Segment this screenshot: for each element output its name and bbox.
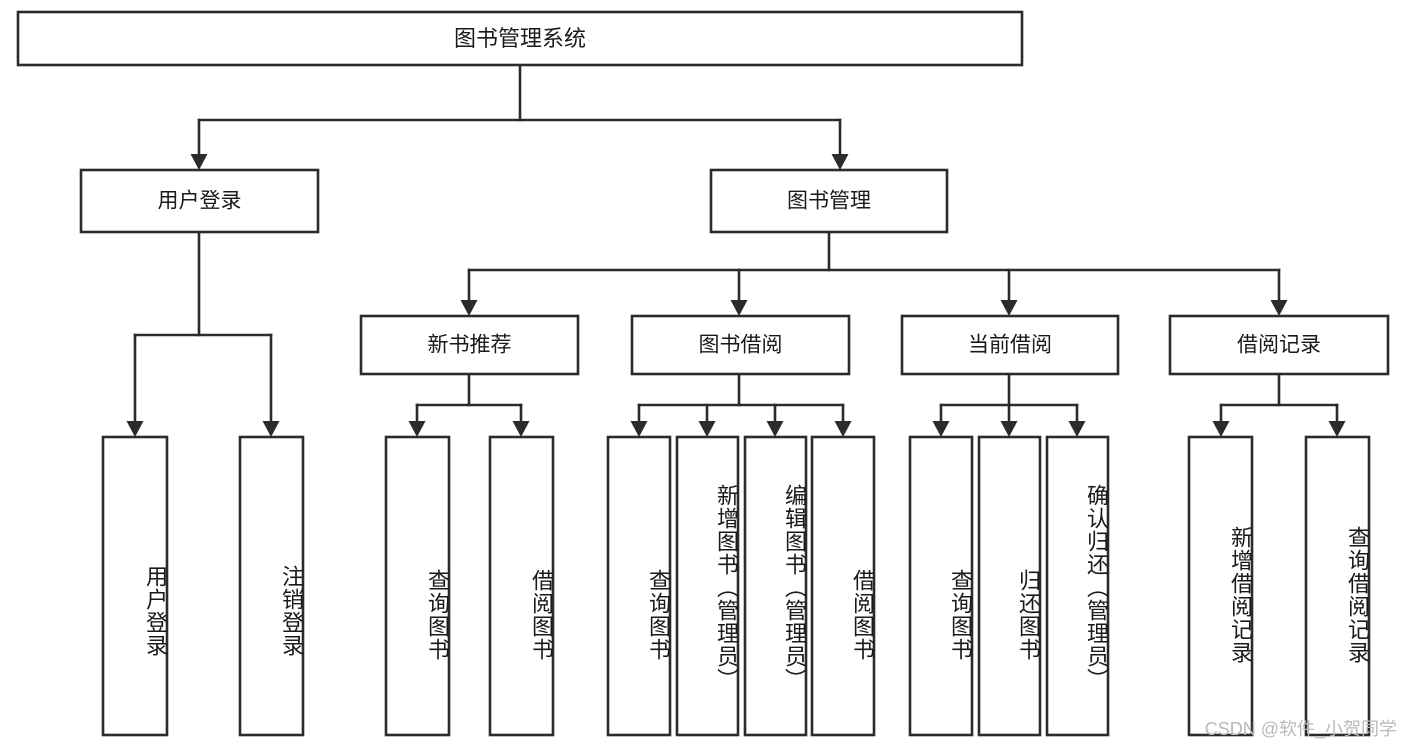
connector-borrow-to-leaves xyxy=(630,372,852,437)
leaf-box-edit-book-admin[interactable] xyxy=(743,435,808,737)
connector-bookmgmt-to-level3 xyxy=(460,230,1288,316)
node-book-management[interactable]: 图书管理 xyxy=(709,168,949,234)
node-root-label: 图书管理系统 xyxy=(454,26,586,51)
node-new-book-recommend-label: 新书推荐 xyxy=(428,334,512,357)
leaf-label-borrow-book-2: 借阅图书 xyxy=(850,569,875,661)
leaf-label-query-book-1: 查询图书 xyxy=(425,569,450,661)
leaf-box-user-login[interactable] xyxy=(101,435,169,737)
leaf-label-query-borrow-record: 查询借阅记录 xyxy=(1345,526,1370,664)
node-book-borrow-label: 图书借阅 xyxy=(699,334,783,357)
node-user-login[interactable]: 用户登录 xyxy=(79,168,320,234)
leaf-box-add-book-admin[interactable] xyxy=(675,435,740,737)
leaf-label-confirm-return-admin: 确认归还（管理员） xyxy=(1084,483,1109,691)
connector-root-to-level2 xyxy=(190,63,849,170)
csdn-watermark: CSDN @软件_小贺同学 xyxy=(1204,719,1397,739)
node-borrow-record[interactable]: 借阅记录 xyxy=(1168,314,1390,376)
node-root[interactable]: 图书管理系统 xyxy=(16,10,1024,67)
leaf-box-borrow-book-1[interactable] xyxy=(488,435,555,737)
connector-userlogin-to-leaves xyxy=(126,230,280,437)
leaf-box-borrow-book-2[interactable] xyxy=(810,435,876,737)
node-book-management-label: 图书管理 xyxy=(787,190,871,213)
leaf-label-borrow-book-1: 借阅图书 xyxy=(529,569,554,661)
leaf-label-user-login: 用户登录 xyxy=(143,565,168,657)
node-book-borrow[interactable]: 图书借阅 xyxy=(630,314,851,376)
leaf-box-query-book-2[interactable] xyxy=(606,435,672,737)
leaf-label-query-book-2: 查询图书 xyxy=(646,569,671,661)
leaf-box-query-book-3[interactable] xyxy=(908,435,974,737)
node-current-borrow[interactable]: 当前借阅 xyxy=(900,314,1120,376)
leaf-label-return-book: 归还图书 xyxy=(1016,569,1041,661)
leaf-box-add-borrow-record[interactable] xyxy=(1187,435,1254,737)
node-current-borrow-label: 当前借阅 xyxy=(968,334,1052,357)
connector-newbook-to-leaves xyxy=(408,372,530,437)
leaf-box-confirm-return-admin[interactable] xyxy=(1045,435,1110,737)
leaf-box-return-book[interactable] xyxy=(977,435,1042,737)
leaf-box-query-borrow-record[interactable] xyxy=(1304,435,1371,737)
node-user-login-label: 用户登录 xyxy=(158,190,242,213)
leaf-label-add-book-admin: 新增图书（管理员） xyxy=(714,483,739,691)
leaf-label-add-borrow-record: 新增借阅记录 xyxy=(1228,526,1253,664)
leaf-box-logout[interactable] xyxy=(238,435,305,737)
node-borrow-record-label: 借阅记录 xyxy=(1237,334,1321,357)
node-new-book-recommend[interactable]: 新书推荐 xyxy=(359,314,580,376)
leaf-box-query-book-1[interactable] xyxy=(384,435,451,737)
leaf-label-edit-book-admin: 编辑图书（管理员） xyxy=(782,483,807,691)
leaf-label-logout: 注销登录 xyxy=(279,565,304,657)
connector-current-to-leaves xyxy=(932,372,1086,437)
leaf-label-query-book-3: 查询图书 xyxy=(948,569,973,661)
connector-record-to-leaves xyxy=(1212,372,1346,437)
